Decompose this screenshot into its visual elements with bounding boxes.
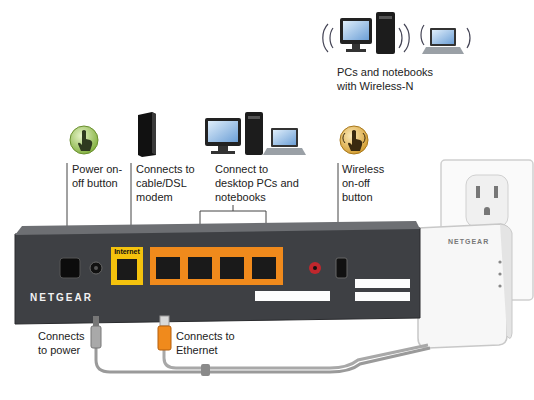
power-button-icon	[70, 126, 98, 154]
router-panel: InternetNETGEAR	[15, 224, 420, 324]
modem-icon	[138, 112, 156, 157]
wireless-pcs-icon	[323, 12, 470, 54]
router-body	[15, 221, 420, 324]
cables	[91, 316, 430, 376]
powerline-adapter	[418, 224, 512, 348]
callout-label: Connects to power	[38, 330, 92, 358]
callout-label: Connect to desktop PCs and notebooks	[215, 163, 299, 204]
port-label: Internet	[111, 248, 143, 256]
leader-lines	[67, 163, 338, 229]
brand-name: NETGEAR	[30, 292, 120, 303]
powerline-adapter-box: NETGEAR	[418, 224, 508, 348]
callout-label: Power on-off button	[72, 163, 128, 191]
desktop-pcs-icon	[205, 112, 306, 155]
callout-label: PCs and notebooks with Wireless-N	[337, 66, 449, 94]
callout-label: Connects to cable/DSL modem	[136, 163, 208, 204]
brand-name: NETGEAR	[448, 238, 504, 246]
callout-label: Connects to Ethernet	[176, 330, 248, 358]
wireless-button-icon	[340, 126, 368, 154]
callout-label: Wireless on-off button	[342, 163, 400, 204]
